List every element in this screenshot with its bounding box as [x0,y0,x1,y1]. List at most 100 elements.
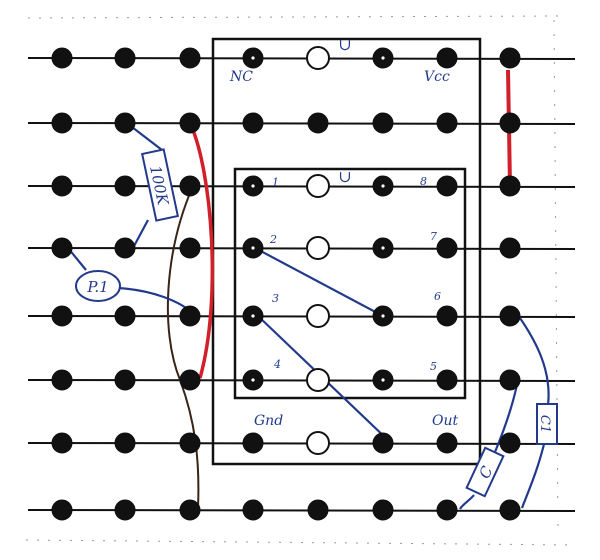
blue-wire-pin2-pin6 [254,247,384,317]
terminal-dot-r5-c7 [436,305,458,327]
terminal-dot-r1-c1 [51,47,73,69]
terminal-dot-r4-c7 [436,237,458,259]
terminal-dot-r6-c1 [51,369,73,391]
pin-5-number: 5 [430,360,437,373]
bus-line-row-4 [27,247,576,250]
terminal-dot-r2-c6 [372,112,394,134]
terminal-dot-r4-c2 [114,237,136,259]
terminal-dot-r4-c8 [499,237,521,259]
pin-8-number: 8 [420,175,427,188]
terminal-dot-r7-c8 [499,432,521,454]
terminal-dot-r8-c1 [51,499,73,521]
terminal-dot-r3-c7 [436,175,458,197]
label-gnd: Gnd [254,413,283,429]
terminal-dot-r1-c8 [499,47,521,69]
pin-2-number: 2 [269,233,277,246]
open-hole-r4-c5 [306,236,330,260]
terminal-dot-r2-c2 [114,112,136,134]
terminal-dot-r2-c7 [436,112,458,134]
pin-center-mark-1 [251,56,255,60]
terminal-dot-r7-c1 [51,432,73,454]
bus-line-row-8 [27,509,576,512]
pin-center-mark-2 [381,56,385,60]
open-hole-r1-c5 [306,46,330,70]
open-hole-r6-c5 [306,368,330,392]
terminal-dot-r8-c2 [114,499,136,521]
capacitor-c: C [465,446,505,498]
bus-line-row-5 [27,315,576,318]
terminal-dot-r6-c2 [114,369,136,391]
terminal-dot-r1-c2 [114,47,136,69]
terminal-dot-r4-c1 [51,237,73,259]
label-out: Out [432,413,458,429]
page-edge-top [27,15,561,19]
terminal-dot-r8-c7 [436,499,458,521]
terminal-dot-r8-c4 [242,499,264,521]
blue-wire-c1-bottom [520,439,547,509]
pin-center-mark-8 [381,314,385,318]
terminal-dot-r5-c3 [179,305,201,327]
terminal-dot-r5-c1 [51,305,73,327]
terminal-dot-r7-c4 [242,432,264,454]
bus-line-row-3 [27,185,576,188]
terminal-dot-r6-c3 [179,369,201,391]
terminal-dot-r7-c3 [179,432,201,454]
terminal-dot-r2-c4 [242,112,264,134]
brown-wire [166,185,200,509]
open-hole-r7-c5 [306,431,330,455]
terminal-dot-r8-c6 [372,499,394,521]
terminal-dot-r2-c3 [179,112,201,134]
bus-line-row-1 [27,57,576,60]
terminal-dot-r5-c2 [114,305,136,327]
terminal-dot-r2-c5 [307,112,329,134]
blue-wire-cap-bottom [459,494,475,510]
pot-label: P.1 [86,278,108,296]
blue-wire-r-bottom [132,219,149,249]
open-hole-r5-c5 [306,304,330,328]
terminal-dot-r5-c8 [499,305,521,327]
label-nc: NC [229,69,253,85]
pin-4-number: 4 [273,358,281,371]
red-wire-left [188,122,215,379]
page-edge-right [553,19,559,531]
bus-line-row-6 [27,379,576,382]
capacitor-c1: C1 [536,403,558,445]
terminal-dot-r3-c3 [179,175,201,197]
pin-3-number: 3 [272,292,279,305]
terminal-dot-r4-c3 [179,237,201,259]
terminal-dot-r8-c3 [179,499,201,521]
terminal-dot-r7-c6 [372,432,394,454]
terminal-dot-r7-c7 [436,432,458,454]
bus-line-row-2 [27,122,576,125]
terminal-dot-r8-c8 [499,499,521,521]
ic-chip-outline [233,167,467,400]
blue-wire-c1-top [519,317,550,406]
pin-center-mark-5 [251,246,255,250]
pin-center-mark-10 [381,378,385,382]
potentiometer: P.1 [75,270,121,302]
pin-center-mark-7 [251,314,255,318]
capacitor-c1-label: C1 [537,415,552,433]
terminal-dot-r1-c3 [179,47,201,69]
pin-1-number: 1 [272,176,279,189]
terminal-dot-r3-c2 [114,175,136,197]
terminal-dot-r6-c7 [436,369,458,391]
pin-center-mark-9 [251,378,255,382]
terminal-dot-r8-c5 [307,499,329,521]
pin-center-mark-4 [381,184,385,188]
pin-center-mark-6 [381,246,385,250]
pin-7-number: 7 [430,230,437,243]
terminal-dot-r2-c8 [499,112,521,134]
bus-line-row-7 [27,442,576,445]
terminal-dot-r3-c1 [51,175,73,197]
open-hole-r3-c5 [306,174,330,198]
pin-6-number: 6 [434,290,441,303]
terminal-dot-r7-c2 [114,432,136,454]
terminal-dot-r2-c1 [51,112,73,134]
chip-notch: ∪ [338,167,351,186]
terminal-dots [51,46,521,521]
socket-notch: ∪ [338,35,351,54]
pin-center-mark-3 [251,184,255,188]
